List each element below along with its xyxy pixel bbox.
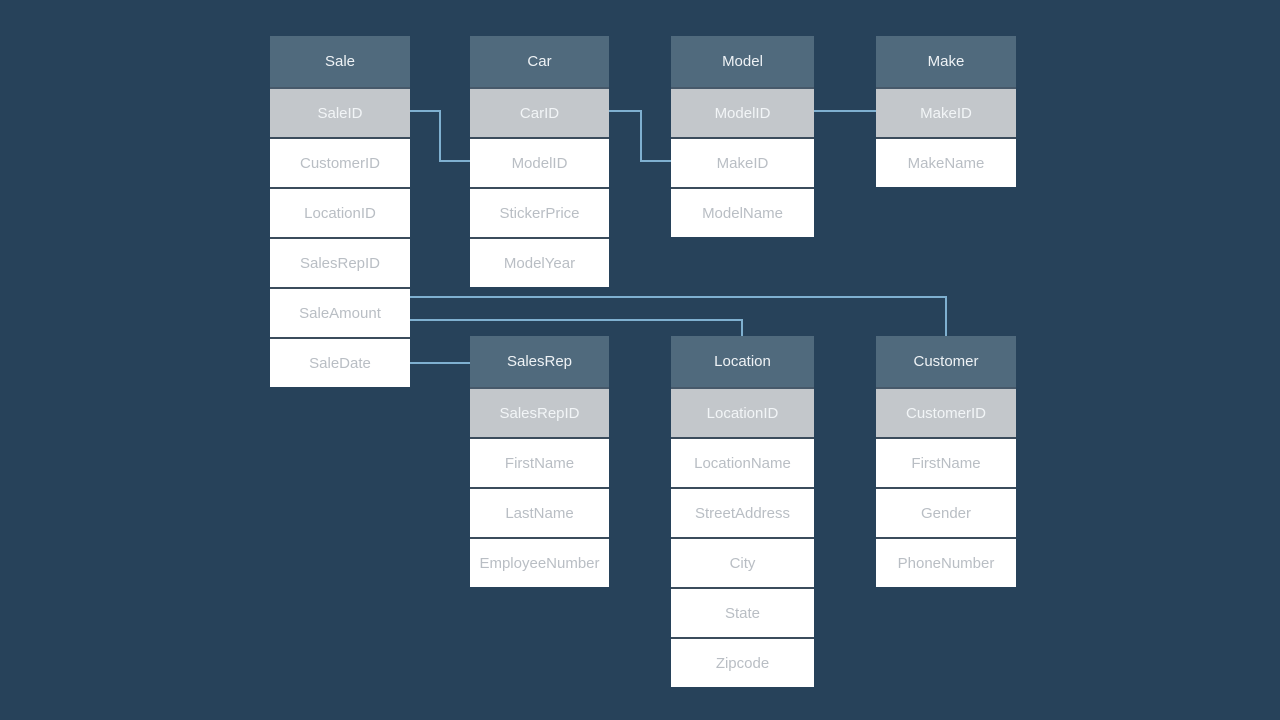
attribute-row-salesrepid[interactable]: SalesRepID [470,387,609,437]
attribute-row-zipcode[interactable]: Zipcode [671,637,814,687]
entity-title-sale: Sale [270,36,410,87]
entity-title-model: Model [671,36,814,87]
attribute-row-customerid[interactable]: CustomerID [876,387,1016,437]
entity-title-location: Location [671,336,814,387]
entity-title-make: Make [876,36,1016,87]
attribute-row-stickerprice[interactable]: StickerPrice [470,187,609,237]
entity-title-car: Car [470,36,609,87]
attribute-row-firstname[interactable]: FirstName [470,437,609,487]
attribute-row-saleid[interactable]: SaleID [270,87,410,137]
attribute-row-locationid[interactable]: LocationID [671,387,814,437]
attribute-row-phonenumber[interactable]: PhoneNumber [876,537,1016,587]
attribute-row-state[interactable]: State [671,587,814,637]
connector-model-makeid-to-car-modelid [608,110,672,162]
attribute-row-makeid[interactable]: MakeID [671,137,814,187]
attribute-row-firstname[interactable]: FirstName [876,437,1016,487]
entity-title-salesrep: SalesRep [470,336,609,387]
attribute-row-city[interactable]: City [671,537,814,587]
attribute-row-modelid[interactable]: ModelID [671,87,814,137]
connector-sale-customerid-to-customer [409,296,947,337]
attribute-row-makename[interactable]: MakeName [876,137,1016,187]
attribute-row-saleamount[interactable]: SaleAmount [270,287,410,337]
attribute-row-gender[interactable]: Gender [876,487,1016,537]
attribute-row-salesrepid[interactable]: SalesRepID [270,237,410,287]
attribute-row-carid[interactable]: CarID [470,87,609,137]
attribute-row-saledate[interactable]: SaleDate [270,337,410,387]
connector-car-modelid-to-sale-saleid [409,110,471,162]
attribute-row-streetaddress[interactable]: StreetAddress [671,487,814,537]
attribute-row-customerid[interactable]: CustomerID [270,137,410,187]
connector-sale-locationid-to-location [409,319,743,337]
attribute-row-modelid[interactable]: ModelID [470,137,609,187]
attribute-row-locationid[interactable]: LocationID [270,187,410,237]
attribute-row-employeenumber[interactable]: EmployeeNumber [470,537,609,587]
attribute-row-modelname[interactable]: ModelName [671,187,814,237]
entity-title-customer: Customer [876,336,1016,387]
attribute-row-locationname[interactable]: LocationName [671,437,814,487]
attribute-row-modelyear[interactable]: ModelYear [470,237,609,287]
attribute-row-makeid[interactable]: MakeID [876,87,1016,137]
attribute-row-lastname[interactable]: LastName [470,487,609,537]
